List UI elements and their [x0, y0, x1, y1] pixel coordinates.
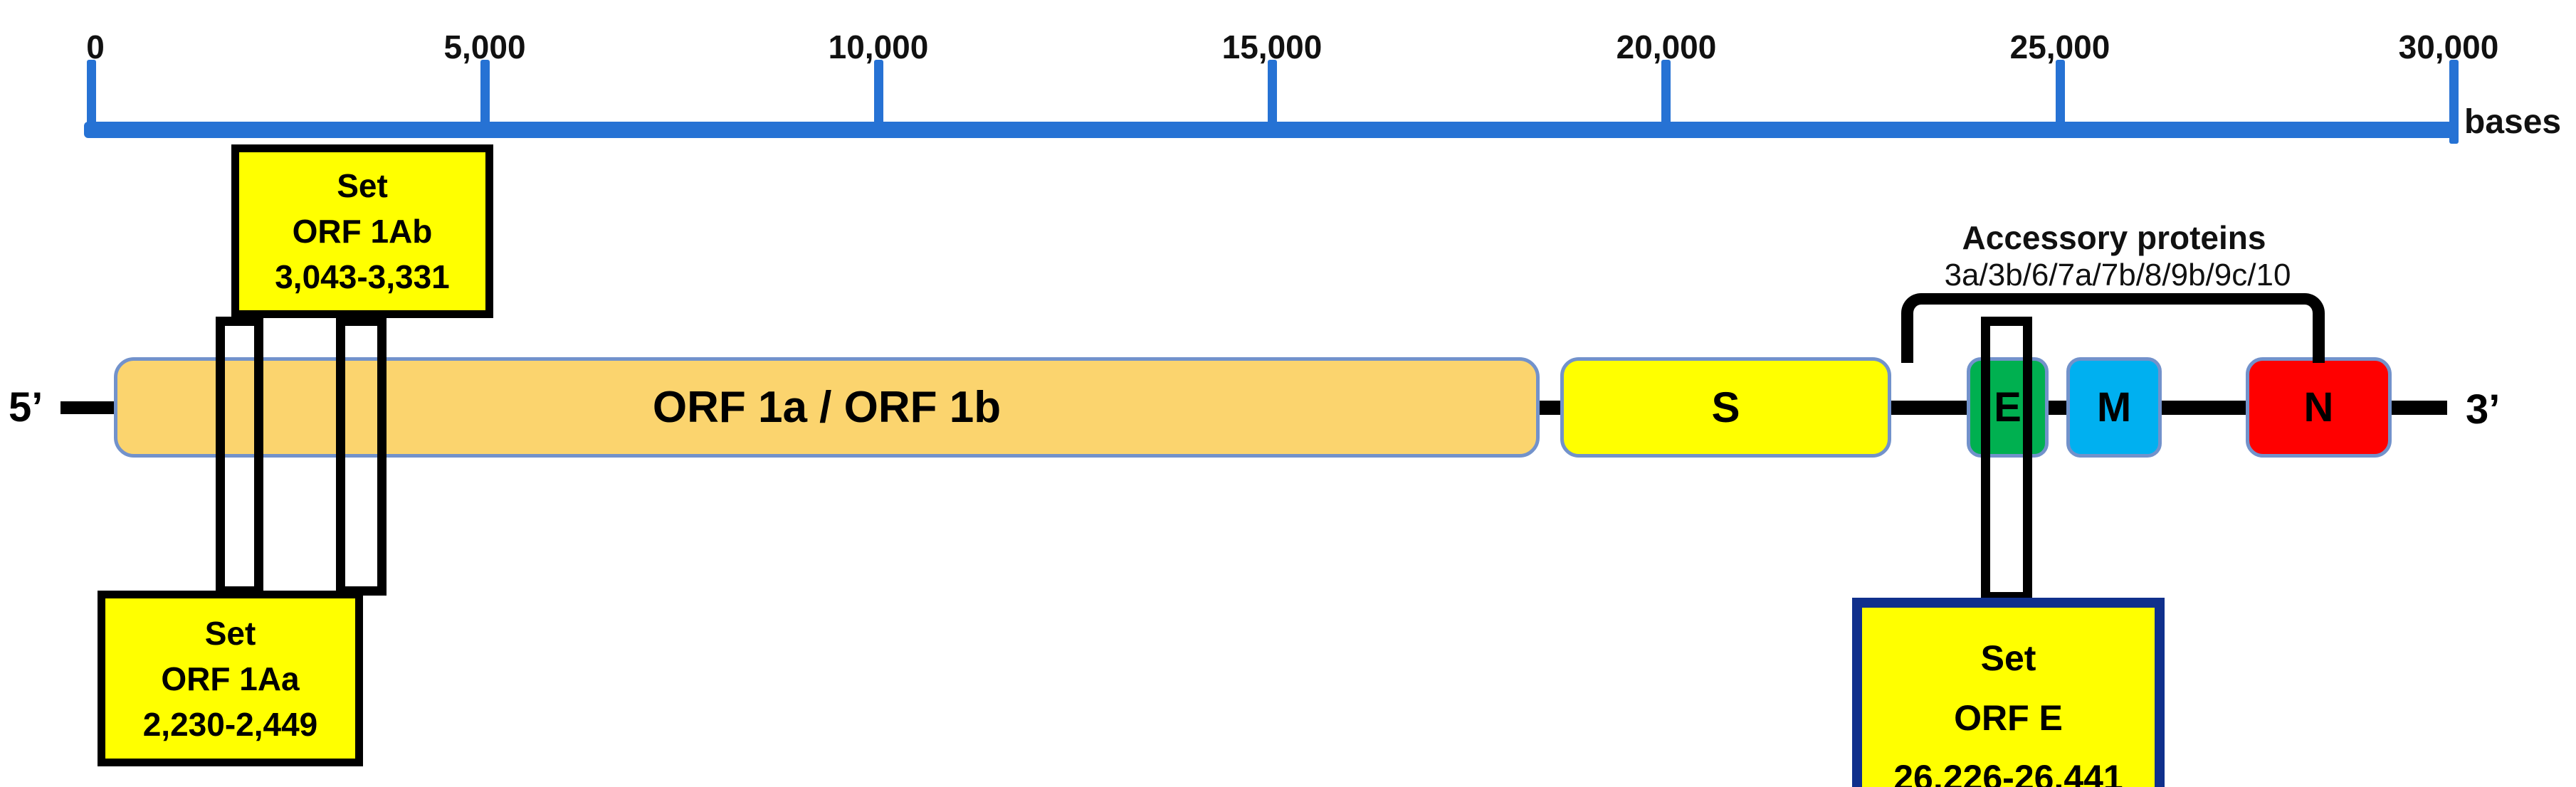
callout-set-orf1ab-line1: Set [337, 167, 388, 204]
amplicon-connector-orf1ab [336, 317, 387, 596]
ruler-label-25000: 25,000 [2009, 28, 2110, 65]
callout-set-orfe-range: 26,226-26,441 [1893, 757, 2123, 787]
ruler-tick-25000 [2056, 60, 2065, 124]
accessory-proteins-list: 3a/3b/6/7a/7b/8/9b/9c/10 [1944, 258, 2291, 292]
callout-set-orf1aa-range: 2,230-2,449 [142, 705, 318, 743]
three-prime-label: 3’ [2466, 386, 2501, 433]
segment-m-label: M [2096, 384, 2132, 431]
callout-set-orfe-line2: ORF E [1954, 697, 2063, 738]
callout-set-orf1ab: Set ORF 1Ab 3,043-3,331 [231, 144, 493, 318]
segment-orf1a-orf1b-label: ORF 1a / ORF 1b [652, 383, 1002, 432]
five-prime-label: 5’ [9, 384, 43, 431]
ruler-tick-5000 [480, 60, 490, 124]
accessory-proteins-title: Accessory proteins [1962, 219, 2266, 256]
segment-s-label: S [1711, 384, 1740, 431]
amplicon-connector-orfe [1981, 317, 2032, 601]
ruler-label-20000: 20,000 [1616, 28, 1717, 65]
segment-e-label: E [1994, 384, 2022, 431]
ruler-label-5000: 5,000 [443, 28, 526, 65]
callout-set-orf1aa: Set ORF 1Aa 2,230-2,449 [98, 591, 363, 766]
ruler-label-10000: 10,000 [828, 28, 929, 65]
segment-n: N [2246, 357, 2392, 458]
backbone-line-m-n [2162, 401, 2247, 415]
callout-set-orf1aa-line2: ORF 1Aa [161, 660, 300, 697]
amplicon-connector-orf1aa [216, 317, 263, 596]
callout-set-orf1ab-line2: ORF 1Ab [292, 213, 433, 250]
segment-s: S [1560, 357, 1891, 458]
ruler-unit-label: bases [2464, 103, 2562, 141]
callout-set-orf1aa-line1: Set [204, 614, 256, 652]
ruler-tick-15000 [1268, 60, 1277, 124]
ruler-baseline [84, 122, 2458, 138]
callout-set-orfe-line1: Set [1980, 638, 2036, 678]
segment-n-label: N [2303, 384, 2334, 431]
backbone-line-3prime [2392, 401, 2447, 415]
ruler-label-15000: 15,000 [1221, 28, 1323, 65]
callout-set-orfe: Set ORF E 26,226-26,441 [1852, 598, 2165, 787]
ruler-tick-0 [87, 60, 96, 124]
backbone-line-orf1-s [1540, 401, 1562, 415]
segment-e: E [1967, 357, 2049, 458]
ruler-label-30000: 30,000 [2398, 28, 2499, 65]
backbone-line-5prime [61, 401, 115, 414]
segment-m: M [2066, 357, 2162, 458]
backbone-line-e-m [2049, 401, 2068, 415]
ruler-label-0: 0 [86, 28, 105, 65]
backbone-line-s-e [1891, 401, 1968, 415]
accessory-proteins-bracket [1901, 293, 2325, 363]
ruler-tick-20000 [1661, 60, 1671, 124]
callout-set-orf1ab-range: 3,043-3,331 [275, 258, 450, 295]
ruler-tick-10000 [874, 60, 883, 124]
segment-orf1a-orf1b: ORF 1a / ORF 1b [114, 357, 1540, 458]
ruler-tick-30000 [2449, 60, 2459, 144]
